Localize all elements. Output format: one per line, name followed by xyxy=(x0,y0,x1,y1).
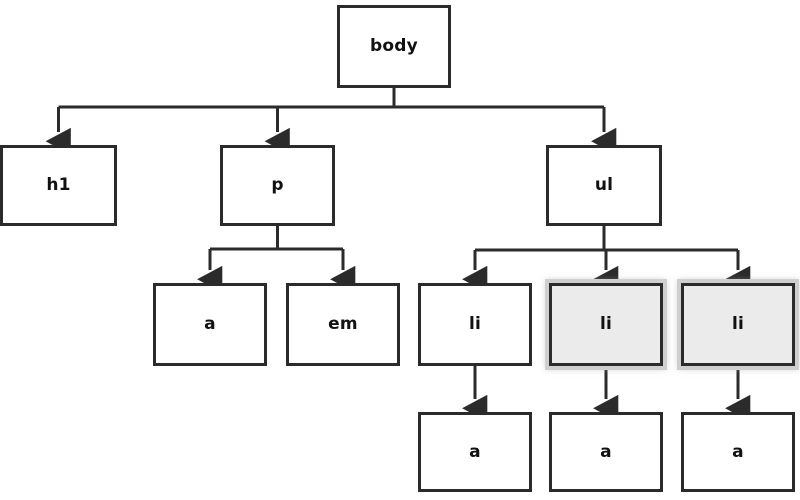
node-em[interactable]: em xyxy=(286,283,400,366)
node-label-li1: li xyxy=(468,314,482,334)
node-body[interactable]: body xyxy=(337,5,451,88)
edges-group xyxy=(45,88,751,422)
node-label-ul: ul xyxy=(594,175,614,195)
node-ul[interactable]: ul xyxy=(546,145,662,226)
node-a4[interactable]: a xyxy=(681,412,795,492)
node-label-a1: a xyxy=(204,314,216,334)
node-li2[interactable]: li xyxy=(545,279,667,370)
node-label-a4: a xyxy=(732,441,744,462)
node-label-a3: a xyxy=(600,441,612,462)
node-label-body: body xyxy=(370,36,418,56)
node-li3[interactable]: li xyxy=(677,279,799,370)
node-label-em: em xyxy=(328,314,358,334)
node-label-h1: h1 xyxy=(46,175,71,195)
node-h1[interactable]: h1 xyxy=(0,145,117,226)
node-label-a2: a xyxy=(469,441,481,462)
node-label-p: p xyxy=(271,175,284,195)
node-p[interactable]: p xyxy=(220,145,335,226)
node-li1[interactable]: li xyxy=(418,283,532,366)
node-label-li2: li xyxy=(599,314,613,334)
node-label-li3: li xyxy=(731,314,745,334)
node-a2[interactable]: a xyxy=(418,412,532,492)
node-a1[interactable]: a xyxy=(153,283,267,366)
node-a3[interactable]: a xyxy=(549,412,663,492)
